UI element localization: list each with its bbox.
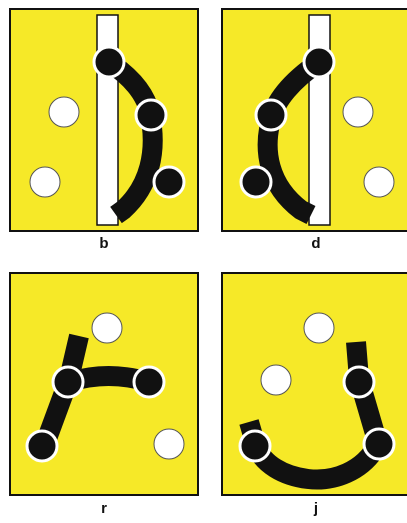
letter-panel-b	[9, 8, 199, 232]
letter-caption-j: j	[221, 500, 407, 517]
braille-dot-open	[92, 313, 122, 343]
letter-panel-d	[221, 8, 407, 232]
braille-dot-filled	[134, 367, 164, 397]
braille-dot-filled	[240, 431, 270, 461]
letter-panel-r	[9, 272, 199, 496]
braille-dot-filled	[344, 367, 374, 397]
braille-dot-filled	[136, 100, 166, 130]
braille-dot-filled	[53, 367, 83, 397]
braille-dot-open	[49, 97, 79, 127]
braille-dot-open	[30, 167, 60, 197]
braille-dot-open	[343, 97, 373, 127]
braille-dot-open	[304, 313, 334, 343]
letter-diagram-r	[11, 274, 201, 498]
braille-dot-filled	[154, 167, 184, 197]
braille-dot-open	[154, 429, 184, 459]
letter-caption-d: d	[221, 235, 407, 252]
letter-panel-j	[221, 272, 407, 496]
letter-diagram-d	[223, 10, 407, 234]
braille-dot-filled	[94, 47, 124, 77]
braille-dot-filled	[27, 431, 57, 461]
braille-dot-filled	[304, 47, 334, 77]
letter-stroke	[249, 342, 378, 480]
letter-caption-r: r	[9, 500, 199, 517]
braille-dot-filled	[256, 100, 286, 130]
braille-dot-open	[364, 167, 394, 197]
letter-diagram-b	[11, 10, 201, 234]
letter-caption-b: b	[9, 235, 199, 252]
braille-dot-open	[261, 365, 291, 395]
braille-dot-filled	[241, 167, 271, 197]
braille-dot-filled	[364, 429, 394, 459]
letter-diagram-j	[223, 274, 407, 498]
